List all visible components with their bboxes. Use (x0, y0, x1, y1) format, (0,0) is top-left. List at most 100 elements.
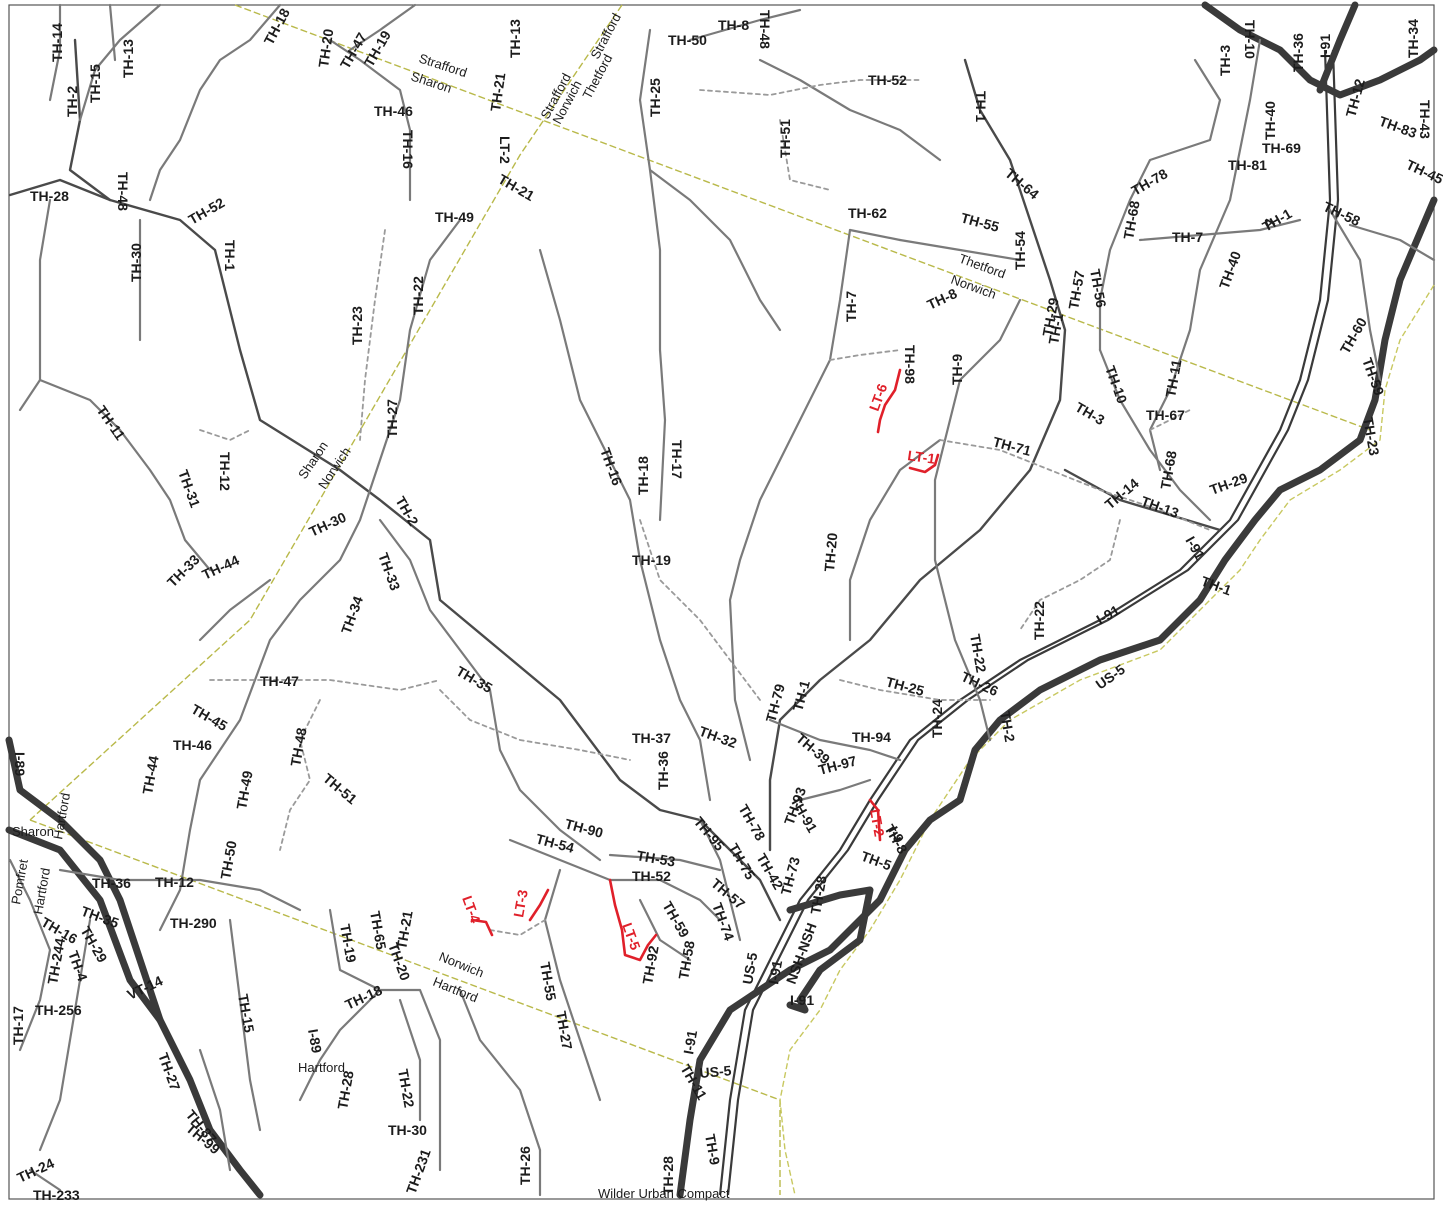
road-label: TH-75 (725, 841, 758, 883)
road-label: TH-48 (115, 172, 131, 211)
road-label: TH-18 (261, 5, 293, 47)
road-label: TH-83 (1377, 113, 1419, 141)
road-label: I-89 (305, 1028, 325, 1055)
road-label: TH-52 (632, 868, 671, 884)
road-label: TH-231 (403, 1146, 434, 1196)
road-label: TH-50 (217, 839, 240, 880)
road-label: TH-50 (668, 32, 707, 48)
road-label: TH-22 (967, 633, 990, 674)
road-label: TH-73 (777, 855, 803, 897)
road-label: TH-22 (410, 276, 426, 315)
road-label: TH-40 (1262, 101, 1278, 140)
road-label: TH-290 (170, 915, 217, 931)
road-label: TH-68 (1157, 449, 1180, 490)
road-label: TH-2 (392, 494, 422, 529)
road-label: US-5 (739, 951, 760, 985)
road-label: TH-5 (859, 848, 894, 874)
road-label: TH-1 (1045, 312, 1066, 346)
road-label: TH-13 (1139, 493, 1181, 521)
road-label: TH-17 (669, 440, 685, 479)
road-label: TH-1 (789, 678, 813, 712)
road-label: TH-36 (1290, 33, 1306, 72)
road-label: TH-30 (388, 1122, 427, 1138)
road-label: TH-45 (1404, 156, 1443, 187)
road-label: TH-20 (315, 27, 336, 68)
town-boundaries (29, 4, 1371, 1195)
road-label: TH-7 (843, 291, 859, 322)
town-label: Hartford (30, 867, 53, 916)
road-label: TH-36 (92, 875, 131, 891)
road-label: TH-16 (400, 130, 416, 169)
road-label: TH-16 (597, 446, 625, 488)
road-label: TH-18 (635, 456, 651, 495)
road-label: TH-33 (164, 551, 203, 590)
road-label: TH-55 (959, 209, 1001, 235)
road-label: US-5 (699, 1062, 732, 1081)
road-label: TH-13 (120, 39, 136, 78)
road-label: TH-28 (30, 188, 69, 204)
road-label: TH-43 (1417, 100, 1433, 139)
road-label: TH-81 (1228, 157, 1267, 173)
road-label: TH-29 (1039, 296, 1062, 337)
road-label: TH-60 (1337, 315, 1370, 357)
road-label: TH-31 (175, 468, 203, 510)
road-label: TH-58 (675, 939, 698, 980)
road-labels: TH-14 TH-13 TH-2 TH-15 TH-18 TH-20 TH-47… (10, 5, 1443, 1203)
road-label: TH-10 (1242, 20, 1258, 59)
road-label: TH-8 (718, 17, 749, 33)
road-label: TH-19 (337, 923, 360, 964)
road-label: TH-37 (632, 730, 671, 746)
lt-label: LT-1 (907, 447, 937, 467)
road-label: TH-28 (334, 1069, 357, 1110)
road-label: I-91 (790, 992, 814, 1008)
road-label: TH-27 (384, 399, 400, 438)
road-label: I-91 (1094, 602, 1123, 628)
road-label: TH-256 (35, 1002, 82, 1018)
road-label: TH-95 (691, 814, 728, 854)
road-label: TH-69 (1262, 140, 1301, 156)
town-label: Sharon (12, 824, 54, 839)
road-label: TH-49 (233, 769, 256, 810)
road-label: TH-32 (697, 723, 739, 751)
road-label: TH-54 (1012, 231, 1028, 270)
road-label: TH-11 (1162, 358, 1184, 399)
road-label: TH-21 (496, 171, 538, 204)
lt-label: LT-3 (510, 888, 531, 918)
road-label: TH-28 (660, 1156, 676, 1195)
road-label: TH-21 (487, 71, 508, 112)
road-label: TH-12 (217, 452, 233, 491)
road-label: TH-23 (1360, 416, 1383, 457)
road-label: LT-2 (497, 136, 513, 164)
road-label: US-5 (1093, 661, 1128, 693)
lt-label: LT-4 (459, 894, 484, 926)
road-label: TH-78 (735, 802, 768, 844)
road-label: TH-25 (647, 78, 663, 117)
road-label: TH-53 (635, 847, 676, 870)
local-roads (8, 3, 1436, 1197)
road-label: TH-52 (868, 72, 907, 88)
road-label: I-91 (765, 959, 785, 986)
map-frame (8, 4, 1435, 1200)
town-label: Hartford (298, 1060, 345, 1075)
road-label: TH-12 (1342, 77, 1368, 119)
legal-trails (470, 368, 940, 962)
road-label: TH-55 (537, 961, 560, 1002)
road-label: TH-92 (639, 944, 662, 985)
road-label: TH-46 (374, 103, 413, 119)
road-label: TH-18 (343, 982, 385, 1013)
road-label: TH-24 (929, 699, 945, 738)
road-label: TH-67 (1146, 407, 1185, 423)
road-label: TH-40 (1216, 249, 1244, 291)
road-label: TH-21 (393, 909, 416, 950)
road-label: TH-34 (1405, 19, 1421, 58)
road-label: TH-52 (186, 194, 228, 227)
road-label: TH-25 (884, 673, 926, 699)
town-label: Norwich (437, 949, 486, 981)
road-label: TH-46 (173, 737, 212, 753)
road-label: TH-44 (200, 552, 242, 583)
road-label: TH-30 (307, 509, 349, 540)
road-label: TH-33 (375, 551, 403, 593)
road-label: TH-26 (959, 668, 1001, 699)
road-label: TH-20 (821, 532, 840, 572)
